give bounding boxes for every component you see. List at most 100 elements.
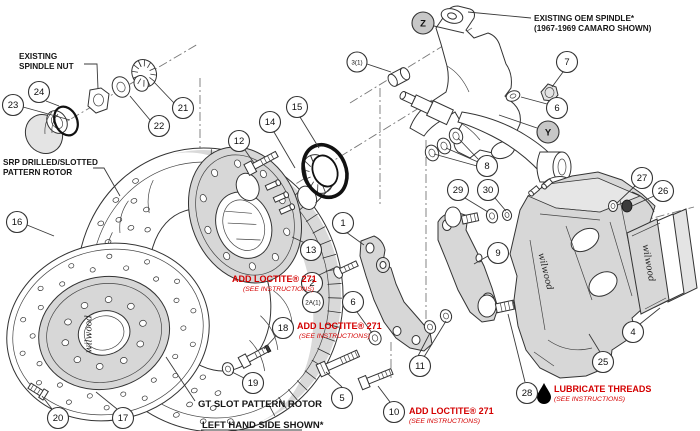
label-gt-rotor: GT SLOT PATTERN ROTOR	[198, 399, 322, 410]
stud-part-20	[27, 381, 48, 400]
callout-10: 10	[384, 402, 405, 423]
svg-text:18: 18	[278, 323, 289, 334]
svg-text:25: 25	[598, 357, 609, 368]
washer-part-19	[221, 361, 236, 377]
svg-text:2: 2	[309, 278, 314, 289]
callout-1: 1	[333, 213, 354, 234]
svg-text:13: 13	[306, 245, 317, 256]
svg-text:2A(1): 2A(1)	[305, 300, 320, 307]
washers-part-11	[423, 308, 454, 335]
callout-5: 5	[332, 388, 353, 409]
hub	[169, 130, 322, 300]
callout-6-lower: 6	[343, 292, 364, 313]
svg-text:26: 26	[658, 186, 669, 197]
svg-text:19: 19	[248, 378, 259, 389]
note-loctite-2: ADD LOCTITE® 271	[297, 321, 382, 331]
callout-Y: Y	[537, 121, 559, 143]
race-part-15	[295, 138, 354, 204]
svg-text:20: 20	[53, 413, 64, 424]
callout-20: 20	[48, 408, 69, 429]
svg-text:24: 24	[34, 87, 45, 98]
svg-text:10: 10	[389, 407, 400, 418]
dust-cap-23	[18, 107, 71, 161]
o-ring-24	[50, 103, 83, 139]
callout-28: 28	[517, 383, 538, 404]
callout-21: 21	[173, 98, 194, 119]
ball-stud-upper	[445, 207, 479, 227]
callout-18: 18	[273, 318, 294, 339]
bracket-part-1	[360, 236, 432, 351]
spindle-nut	[88, 88, 109, 113]
label-oem-spindle-2: (1967-1969 CAMARO SHOWN)	[534, 24, 652, 33]
spindle-pin	[397, 87, 453, 125]
svg-text:16: 16	[12, 217, 23, 228]
svg-text:28: 28	[522, 388, 533, 399]
callout-15: 15	[287, 97, 308, 118]
callout-9: 9	[488, 243, 509, 264]
svg-text:17: 17	[118, 413, 129, 424]
svg-text:Z: Z	[420, 19, 426, 30]
svg-text:11: 11	[415, 361, 425, 372]
callout-14: 14	[260, 112, 281, 133]
wheel-studs	[265, 179, 295, 215]
callout-6-upper: 6	[547, 98, 568, 119]
svg-text:15: 15	[292, 102, 303, 113]
callout-26: 26	[653, 181, 674, 202]
callout-12: 12	[229, 131, 250, 152]
callout-3-1: 3(1)	[347, 52, 367, 72]
callout-7: 7	[557, 52, 578, 73]
svg-text:4: 4	[630, 327, 635, 338]
svg-text:6: 6	[554, 103, 559, 114]
note-loctite-3: ADD LOCTITE® 271	[409, 406, 494, 416]
callout-16: 16	[7, 212, 28, 233]
svg-text:7: 7	[564, 57, 569, 68]
note-loctite-1: ADD LOCTITE® 271	[232, 274, 317, 284]
callout-23: 23	[3, 95, 24, 116]
bolt-part-5	[316, 347, 361, 376]
text-labels: EXISTING SPINDLE NUT SRP DRILLED/SLOTTED…	[3, 14, 652, 431]
washer-hole	[509, 93, 516, 99]
label-oem-spindle-1: EXISTING OEM SPINDLE*	[534, 14, 635, 23]
svg-text:23: 23	[8, 100, 19, 111]
callout-4: 4	[623, 322, 644, 343]
label-srp-rotor-1: SRP DRILLED/SLOTTED	[3, 158, 98, 167]
hat-rotor: wilwood	[0, 222, 228, 431]
bolt-part-10	[358, 366, 394, 390]
washers-29-30	[485, 208, 513, 224]
callout-25: 25	[593, 352, 614, 373]
washer-22	[109, 74, 133, 100]
svg-text:12: 12	[234, 136, 245, 147]
svg-text:9: 9	[495, 248, 500, 259]
hat-bolt-holes	[54, 289, 155, 377]
bushing-part-3	[386, 66, 412, 88]
callout-19: 19	[243, 373, 264, 394]
note-lubricate-sub: (SEE INSTRUCTIONS)	[554, 396, 625, 403]
callout-27: 27	[632, 168, 653, 189]
rotor-hat-logo: wilwood	[85, 315, 95, 353]
svg-text:22: 22	[154, 121, 165, 132]
svg-text:Y: Y	[545, 128, 552, 139]
label-existing-spindle-nut-2: SPINDLE NUT	[19, 62, 74, 71]
svg-text:21: 21	[178, 103, 189, 114]
note-loctite-2-sub: (SEE INSTRUCTIONS)	[299, 333, 370, 340]
callout-11: 11	[410, 356, 431, 377]
ball-stud-lower	[478, 295, 515, 317]
note-loctite-1-sub: (SEE INSTRUCTIONS)	[243, 286, 314, 293]
lubricant-drop-icon	[537, 383, 551, 404]
callout-22: 22	[149, 116, 170, 137]
bolt-part-12	[244, 149, 280, 176]
callout-13: 13	[301, 240, 322, 261]
svg-text:6: 6	[350, 297, 355, 308]
callouts-layer: 1 2 2A(1) 3(1) 4 5 6 6 7 8 9 10 11 12 13…	[3, 12, 674, 429]
callout-2A1: 2A(1)	[303, 292, 324, 313]
callout-Z: Z	[412, 12, 434, 34]
bearing-21	[126, 55, 162, 93]
svg-text:3(1): 3(1)	[351, 60, 362, 67]
washer-part-6-upper	[505, 89, 522, 103]
svg-text:1: 1	[340, 218, 345, 229]
brake-pads: wilwood	[627, 209, 697, 314]
bolt-part-2	[332, 258, 360, 279]
callout-30: 30	[478, 180, 499, 201]
